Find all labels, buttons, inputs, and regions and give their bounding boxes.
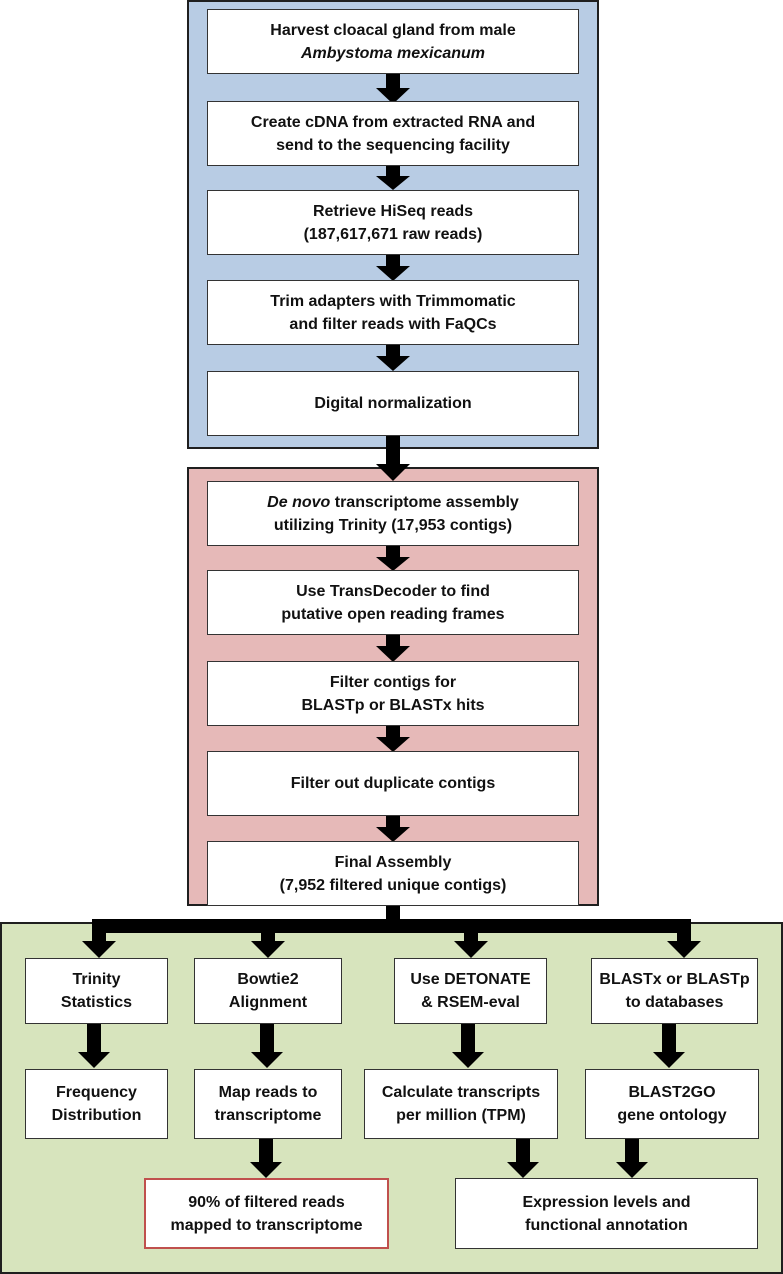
step-transdecoder-line2: putative open reading frames [281,605,505,623]
step-detonate-line2: & RSEM-eval [421,994,520,1011]
step-tpm-line1: Calculate transcripts [381,1084,541,1101]
step-blast2go: BLAST2GO gene ontology [585,1069,759,1139]
step-blastx-line2: to databases [625,994,724,1011]
result-mapped-line2: mapped to transcriptome [170,1216,363,1234]
step-bowtie-line2: Alignment [228,994,308,1011]
step-bowtie-line1: Bowtie2 [237,971,299,988]
step-blast2go-line1: BLAST2GO [628,1084,716,1101]
step-normalization-line1: Digital normalization [314,395,472,412]
step-freq-line1: Frequency [56,1084,137,1101]
step-trim: Trim adapters with Trimmomatic and filte… [207,280,579,345]
step-detonate: Use DETONATE & RSEM-eval [394,958,547,1024]
step-filter-blast-line2: BLASTp or BLASTx hits [301,696,485,714]
step-hiseq-line2: (187,617,671 raw reads) [303,225,483,243]
step-filter-dup-line1: Filter out duplicate contigs [290,775,496,792]
step-harvest: Harvest cloacal gland from male Ambystom… [207,9,579,74]
de-novo-text: De novo [267,493,331,511]
step-filter-duplicates: Filter out duplicate contigs [207,751,579,816]
result-expression-line1: Expression levels and [522,1193,691,1211]
arrow-blastx-to-blast2go [653,1024,685,1068]
arrow-bowtie-to-map [251,1024,283,1068]
step-final-line2: (7,952 filtered unique contigs) [279,876,507,894]
step-freq-line2: Distribution [51,1107,142,1124]
species-name: Ambystoma mexicanum [300,44,486,62]
step-assembly: De novo transcriptome assembly utilizing… [207,481,579,546]
step-frequency-distribution: Frequency Distribution [25,1069,168,1139]
arrow-dedup-to-final [376,816,410,842]
arrow-blast2go-to-expression [616,1139,648,1178]
step-cdna-line1: Create cDNA from extracted RNA and [250,113,536,131]
result-expression-levels: Expression levels and functional annotat… [455,1178,758,1249]
arrow-assembly-to-transdecoder [376,546,410,571]
arrow-hiseq-to-trim [376,255,410,281]
arrow-trim-to-normalization [376,345,410,371]
step-blastx-databases: BLASTx or BLASTp to databases [591,958,758,1024]
step-detonate-line1: Use DETONATE [410,971,531,988]
step-calculate-tpm: Calculate transcripts per million (TPM) [364,1069,558,1139]
step-trim-line2: and filter reads with FaQCs [289,315,497,333]
step-normalization: Digital normalization [207,371,579,436]
step-filter-blast-line1: Filter contigs for [329,673,457,691]
step-map-reads: Map reads to transcriptome [194,1069,342,1139]
arrow-transdecoder-to-filter [376,635,410,662]
step-hiseq: Retrieve HiSeq reads (187,617,671 raw re… [207,190,579,255]
step-filter-blast: Filter contigs for BLASTp or BLASTx hits [207,661,579,726]
step-blast2go-line2: gene ontology [617,1107,727,1124]
arrow-detonate-to-tpm [452,1024,484,1068]
result-mapped-reads: 90% of filtered reads mapped to transcri… [144,1178,389,1249]
step-cdna-line2: send to the sequencing facility [276,136,510,154]
arrow-map-to-mapped [250,1139,282,1178]
result-expression-line2: functional annotation [525,1216,688,1234]
step-transdecoder: Use TransDecoder to find putative open r… [207,570,579,635]
arrow-cdna-to-hiseq [376,166,410,190]
step-assembly-line1: transcriptome assembly [330,493,519,511]
step-assembly-line2: utilizing Trinity (17,953 contigs) [273,516,513,534]
step-blastx-line1: BLASTx or BLASTp [599,971,750,988]
step-cdna: Create cDNA from extracted RNA and send … [207,101,579,166]
arrow-tpm-to-expression [507,1139,539,1178]
step-final-assembly: Final Assembly (7,952 filtered unique co… [207,841,579,906]
result-mapped-line1: 90% of filtered reads [188,1193,345,1211]
step-harvest-line1: Harvest cloacal gland from male [270,21,516,39]
step-transdecoder-line1: Use TransDecoder to find [296,582,490,600]
arrow-trinity-to-freq [78,1024,110,1068]
arrow-normalization-to-assembly [376,436,410,481]
step-trinity-statistics: Trinity Statistics [25,958,168,1024]
step-bowtie-alignment: Bowtie2 Alignment [194,958,342,1024]
arrow-branch [82,906,701,958]
step-trinity-line2: Statistics [60,994,133,1011]
step-map-line1: Map reads to [218,1084,318,1101]
step-map-line2: transcriptome [214,1107,322,1124]
step-hiseq-line1: Retrieve HiSeq reads [312,202,474,220]
step-tpm-line2: per million (TPM) [396,1107,526,1124]
arrow-harvest-to-cdna [376,74,410,104]
step-trim-line1: Trim adapters with Trimmomatic [270,292,516,310]
arrow-filter-to-dedup [376,726,410,752]
step-trinity-line1: Trinity [72,971,121,988]
step-final-line1: Final Assembly [334,853,452,871]
